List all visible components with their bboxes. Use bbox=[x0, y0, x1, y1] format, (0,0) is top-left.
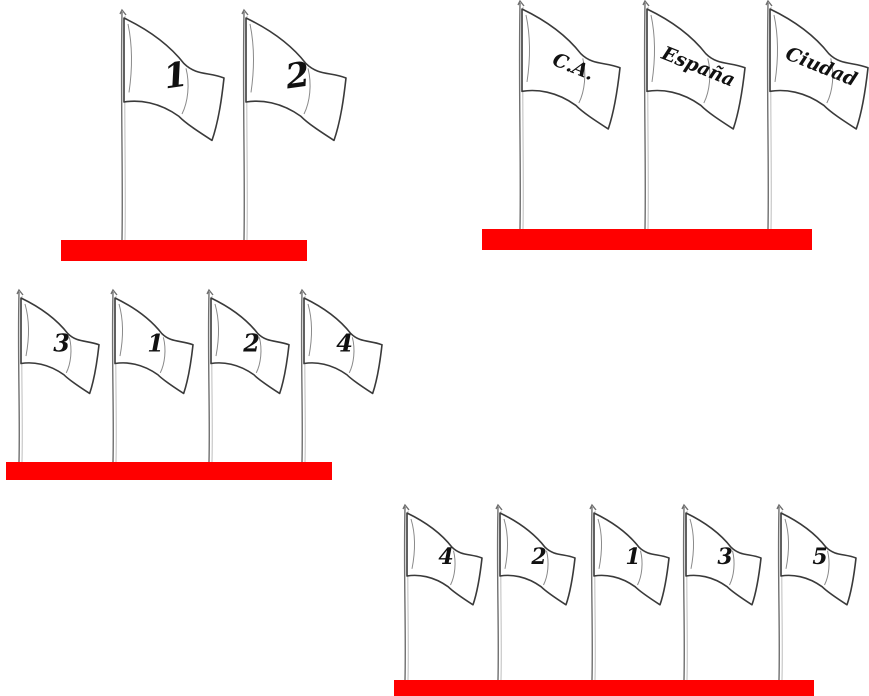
flag-pole-tip bbox=[590, 505, 596, 510]
flag: Ciudad bbox=[766, 1, 868, 229]
flag-pole-tip bbox=[207, 290, 213, 295]
flag: 1 bbox=[590, 505, 669, 680]
flag-pole bbox=[113, 292, 114, 462]
flag-label: 1 bbox=[147, 328, 164, 357]
flag-label: 5 bbox=[812, 544, 827, 570]
flag: 2 bbox=[242, 10, 346, 240]
flag-pole-tip bbox=[643, 1, 649, 6]
flag-base bbox=[394, 680, 814, 696]
flag: 3 bbox=[682, 505, 761, 680]
flag-pole bbox=[645, 3, 646, 229]
flag-pole-tip bbox=[777, 505, 783, 510]
flag: 1 bbox=[111, 290, 193, 462]
flag-pole-tip bbox=[111, 290, 117, 295]
flag-pole-tip bbox=[300, 290, 306, 295]
flag: 1 bbox=[120, 10, 224, 240]
flag-pole bbox=[684, 507, 685, 680]
flag-pole bbox=[122, 12, 123, 240]
flag-pole bbox=[520, 3, 521, 229]
flag-pole-tip bbox=[766, 1, 772, 6]
flag-pole-tip bbox=[682, 505, 688, 510]
flag-label: 1 bbox=[161, 55, 190, 98]
flag-pole bbox=[779, 507, 780, 680]
flag: 2 bbox=[207, 290, 289, 462]
flag-base bbox=[61, 240, 307, 261]
flag-pole-tip bbox=[17, 290, 23, 295]
flag-pole bbox=[498, 507, 499, 680]
flag-pole-tip bbox=[403, 505, 409, 510]
flag: España bbox=[643, 1, 745, 229]
flag-pole bbox=[768, 3, 769, 229]
flag: 3 bbox=[17, 290, 99, 462]
flag-pole bbox=[302, 292, 303, 462]
flag-label: 3 bbox=[53, 328, 70, 357]
flag: 2 bbox=[496, 505, 575, 680]
flag-label: 4 bbox=[438, 544, 453, 570]
flag-pole bbox=[592, 507, 593, 680]
group-4: 4 2 1 3 5 bbox=[394, 505, 856, 696]
flag-label: 2 bbox=[242, 328, 260, 357]
flag-pole bbox=[244, 12, 245, 240]
flag-pole bbox=[209, 292, 210, 462]
flag-pole-tip bbox=[242, 10, 248, 15]
flag-pole bbox=[405, 507, 406, 680]
flag-pole-tip bbox=[518, 1, 524, 6]
flag-label: 4 bbox=[336, 328, 353, 357]
flag-pole bbox=[19, 292, 20, 462]
flag-pole-tip bbox=[496, 505, 502, 510]
flag: C.A. bbox=[518, 1, 620, 229]
group-3: 3 1 2 4 bbox=[6, 290, 382, 480]
flag: 4 bbox=[300, 290, 382, 462]
flag-label: 1 bbox=[625, 544, 640, 570]
flag-label: 2 bbox=[530, 544, 546, 570]
flag-base bbox=[6, 462, 332, 480]
flag-base bbox=[482, 229, 812, 250]
flag: 5 bbox=[777, 505, 856, 680]
flag-pole-tip bbox=[120, 10, 126, 15]
flag: 4 bbox=[403, 505, 482, 680]
flag-label: 3 bbox=[717, 544, 732, 570]
